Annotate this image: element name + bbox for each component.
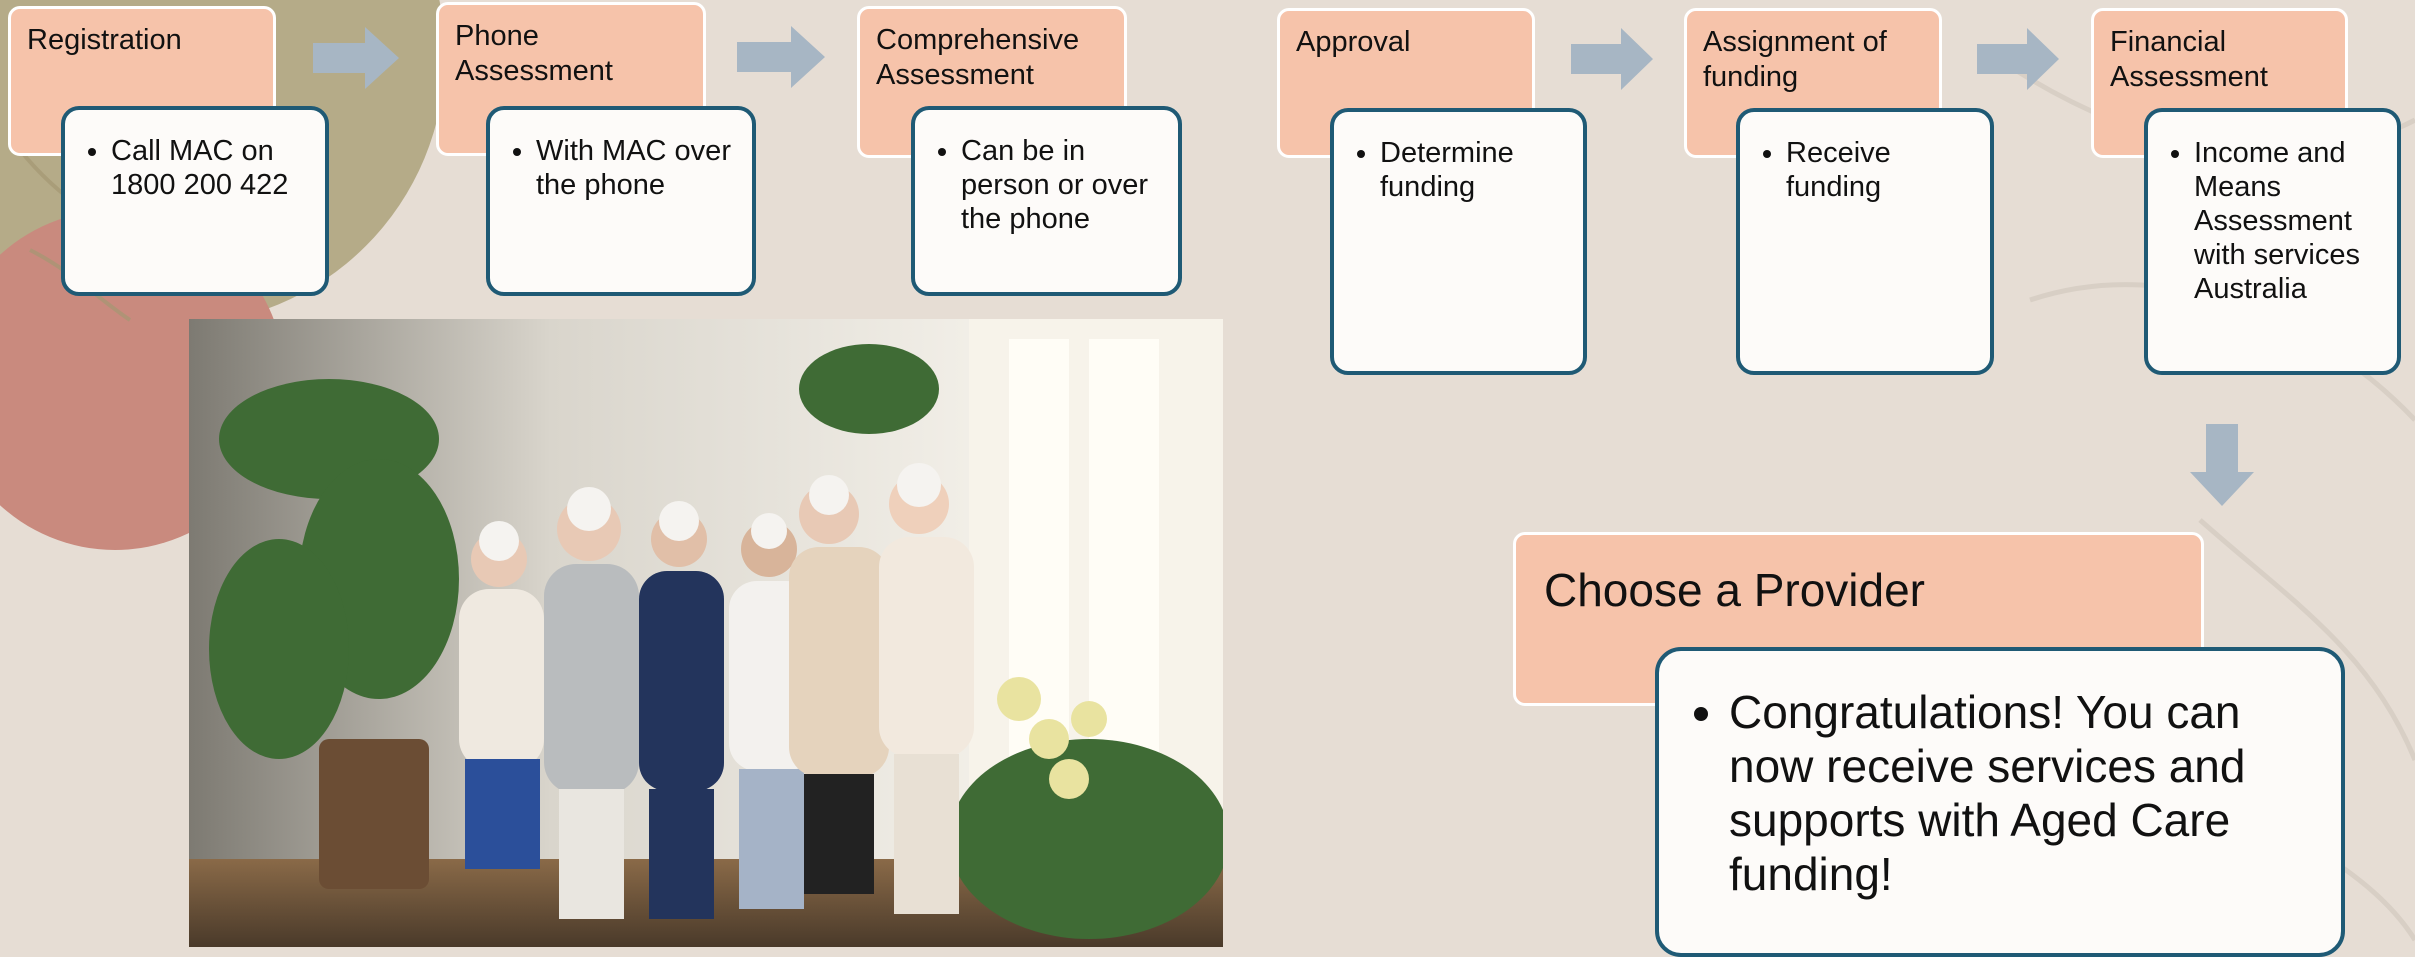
step-title-text: Comprehensive Assessment bbox=[876, 24, 1080, 91]
step-detail-text: Determine funding bbox=[1380, 136, 1571, 204]
step-title-text: Financial Assessment bbox=[2110, 26, 2268, 93]
step-comprehensive-assessment-detail: Can be in person or over the phone bbox=[911, 106, 1182, 296]
final-step-detail: Congratulations! You can now receive ser… bbox=[1729, 685, 2317, 901]
step-detail-text: Call MAC on 1800 200 422 bbox=[111, 134, 313, 202]
step-phone-assessment-detail: With MAC over the phone bbox=[486, 106, 756, 296]
step-assignment-of-funding-detail: Receive funding bbox=[1736, 108, 1994, 375]
down-arrow-icon bbox=[2190, 424, 2254, 506]
step-financial-assessment-detail: Income and Means Assessment with service… bbox=[2144, 108, 2401, 375]
step-detail-text: Can be in person or over the phone bbox=[961, 134, 1166, 236]
right-arrow-icon bbox=[313, 27, 399, 89]
right-arrow-icon bbox=[737, 26, 825, 88]
step-title-text: Phone Assessment bbox=[455, 20, 613, 87]
step-title-text: Assignment of funding bbox=[1703, 26, 1887, 93]
step-detail-text: With MAC over the phone bbox=[536, 134, 740, 202]
step-title-text: Registration bbox=[27, 24, 182, 56]
final-step-detail-box: Congratulations! You can now receive ser… bbox=[1655, 647, 2345, 957]
step-approval-detail: Determine funding bbox=[1330, 108, 1587, 375]
seniors-photo bbox=[189, 319, 1223, 947]
step-registration-detail: Call MAC on 1800 200 422 bbox=[61, 106, 329, 296]
step-detail-text: Income and Means Assessment with service… bbox=[2194, 136, 2385, 306]
step-detail-text: Receive funding bbox=[1786, 136, 1978, 204]
step-title-text: Approval bbox=[1296, 26, 1411, 58]
right-arrow-icon bbox=[1571, 28, 1653, 90]
final-step-title: Choose a Provider bbox=[1544, 564, 1925, 616]
right-arrow-icon bbox=[1977, 28, 2059, 90]
